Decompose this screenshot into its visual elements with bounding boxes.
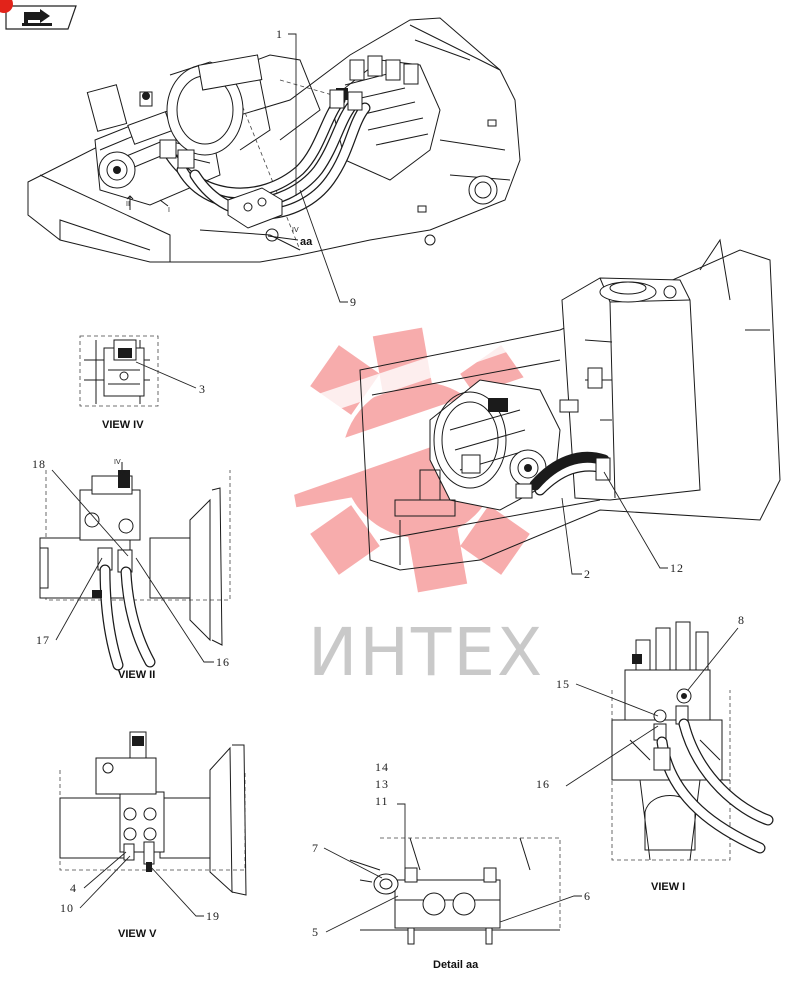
svg-text:1: 1 bbox=[276, 27, 283, 41]
svg-text:12: 12 bbox=[670, 561, 684, 575]
view-i-drawing bbox=[611, 621, 774, 861]
svg-text:9: 9 bbox=[350, 295, 357, 309]
svg-text:4: 4 bbox=[70, 881, 77, 895]
tank-assembly-view bbox=[359, 238, 781, 571]
view-mark-i: I bbox=[168, 207, 170, 214]
svg-text:7: 7 bbox=[312, 841, 319, 855]
callout-2: 2 bbox=[561, 497, 591, 581]
callout-15: 15 bbox=[556, 677, 659, 717]
callout-11: 11 bbox=[375, 794, 406, 870]
notification-dot bbox=[0, 0, 13, 13]
view-iv-label: VIEW IV bbox=[102, 419, 144, 431]
callout-19: 19 bbox=[149, 865, 220, 923]
svg-text:16: 16 bbox=[216, 655, 230, 669]
view-ii-drawing: IV bbox=[39, 459, 231, 671]
view-iv-drawing bbox=[79, 335, 159, 407]
svg-text:8: 8 bbox=[738, 613, 745, 627]
svg-text:15: 15 bbox=[556, 677, 570, 691]
svg-text:5: 5 bbox=[312, 925, 319, 939]
callout-6: 6 bbox=[499, 889, 591, 923]
watermark-text: ИНТЕХ bbox=[308, 614, 544, 691]
view-i-label: VIEW I bbox=[651, 881, 685, 893]
svg-text:17: 17 bbox=[36, 633, 50, 647]
svg-text:16: 16 bbox=[536, 777, 550, 791]
svg-text:10: 10 bbox=[60, 901, 74, 915]
callout-12: 12 bbox=[603, 471, 684, 575]
callout-10: 10 bbox=[60, 855, 131, 915]
callout-5: 5 bbox=[312, 895, 399, 939]
svg-text:13: 13 bbox=[375, 777, 389, 791]
callout-14: 14 bbox=[375, 760, 389, 774]
detail-aa-label: Detail aa bbox=[433, 959, 479, 971]
callout-18: 18 bbox=[32, 457, 129, 557]
callout-7: 7 bbox=[312, 841, 383, 879]
callout-3: 3 bbox=[135, 361, 206, 396]
view-ii-label: VIEW II bbox=[118, 669, 155, 681]
svg-text:14: 14 bbox=[375, 760, 389, 774]
detail-mark-aa: aa bbox=[300, 236, 313, 248]
svg-text:3: 3 bbox=[199, 382, 206, 396]
callout-8: 8 bbox=[687, 613, 745, 691]
back-arrow-icon bbox=[22, 9, 52, 26]
detail-aa-drawing bbox=[349, 837, 561, 945]
callout-4: 4 bbox=[70, 851, 127, 895]
main-assembly-view: II I aa IV bbox=[27, 17, 521, 263]
callout-16-view-ii: 16 bbox=[135, 557, 230, 669]
svg-text:18: 18 bbox=[32, 457, 46, 471]
svg-text:IV: IV bbox=[292, 227, 299, 234]
svg-text:11: 11 bbox=[375, 794, 389, 808]
callout-9: 9 bbox=[299, 189, 357, 309]
callout-13: 13 bbox=[375, 777, 389, 791]
svg-text:6: 6 bbox=[584, 889, 591, 903]
back-button[interactable] bbox=[0, 0, 77, 30]
view-v-label: VIEW V bbox=[118, 928, 157, 940]
view-mark-ii: II bbox=[126, 201, 130, 208]
callout-17: 17 bbox=[36, 557, 103, 647]
view-mark-iv: IV bbox=[114, 459, 121, 466]
svg-text:19: 19 bbox=[206, 909, 220, 923]
callout-16-view-i: 16 bbox=[536, 725, 659, 791]
callout-1: 1 bbox=[276, 27, 297, 196]
view-v-drawing bbox=[59, 731, 247, 896]
svg-text:2: 2 bbox=[584, 567, 591, 581]
